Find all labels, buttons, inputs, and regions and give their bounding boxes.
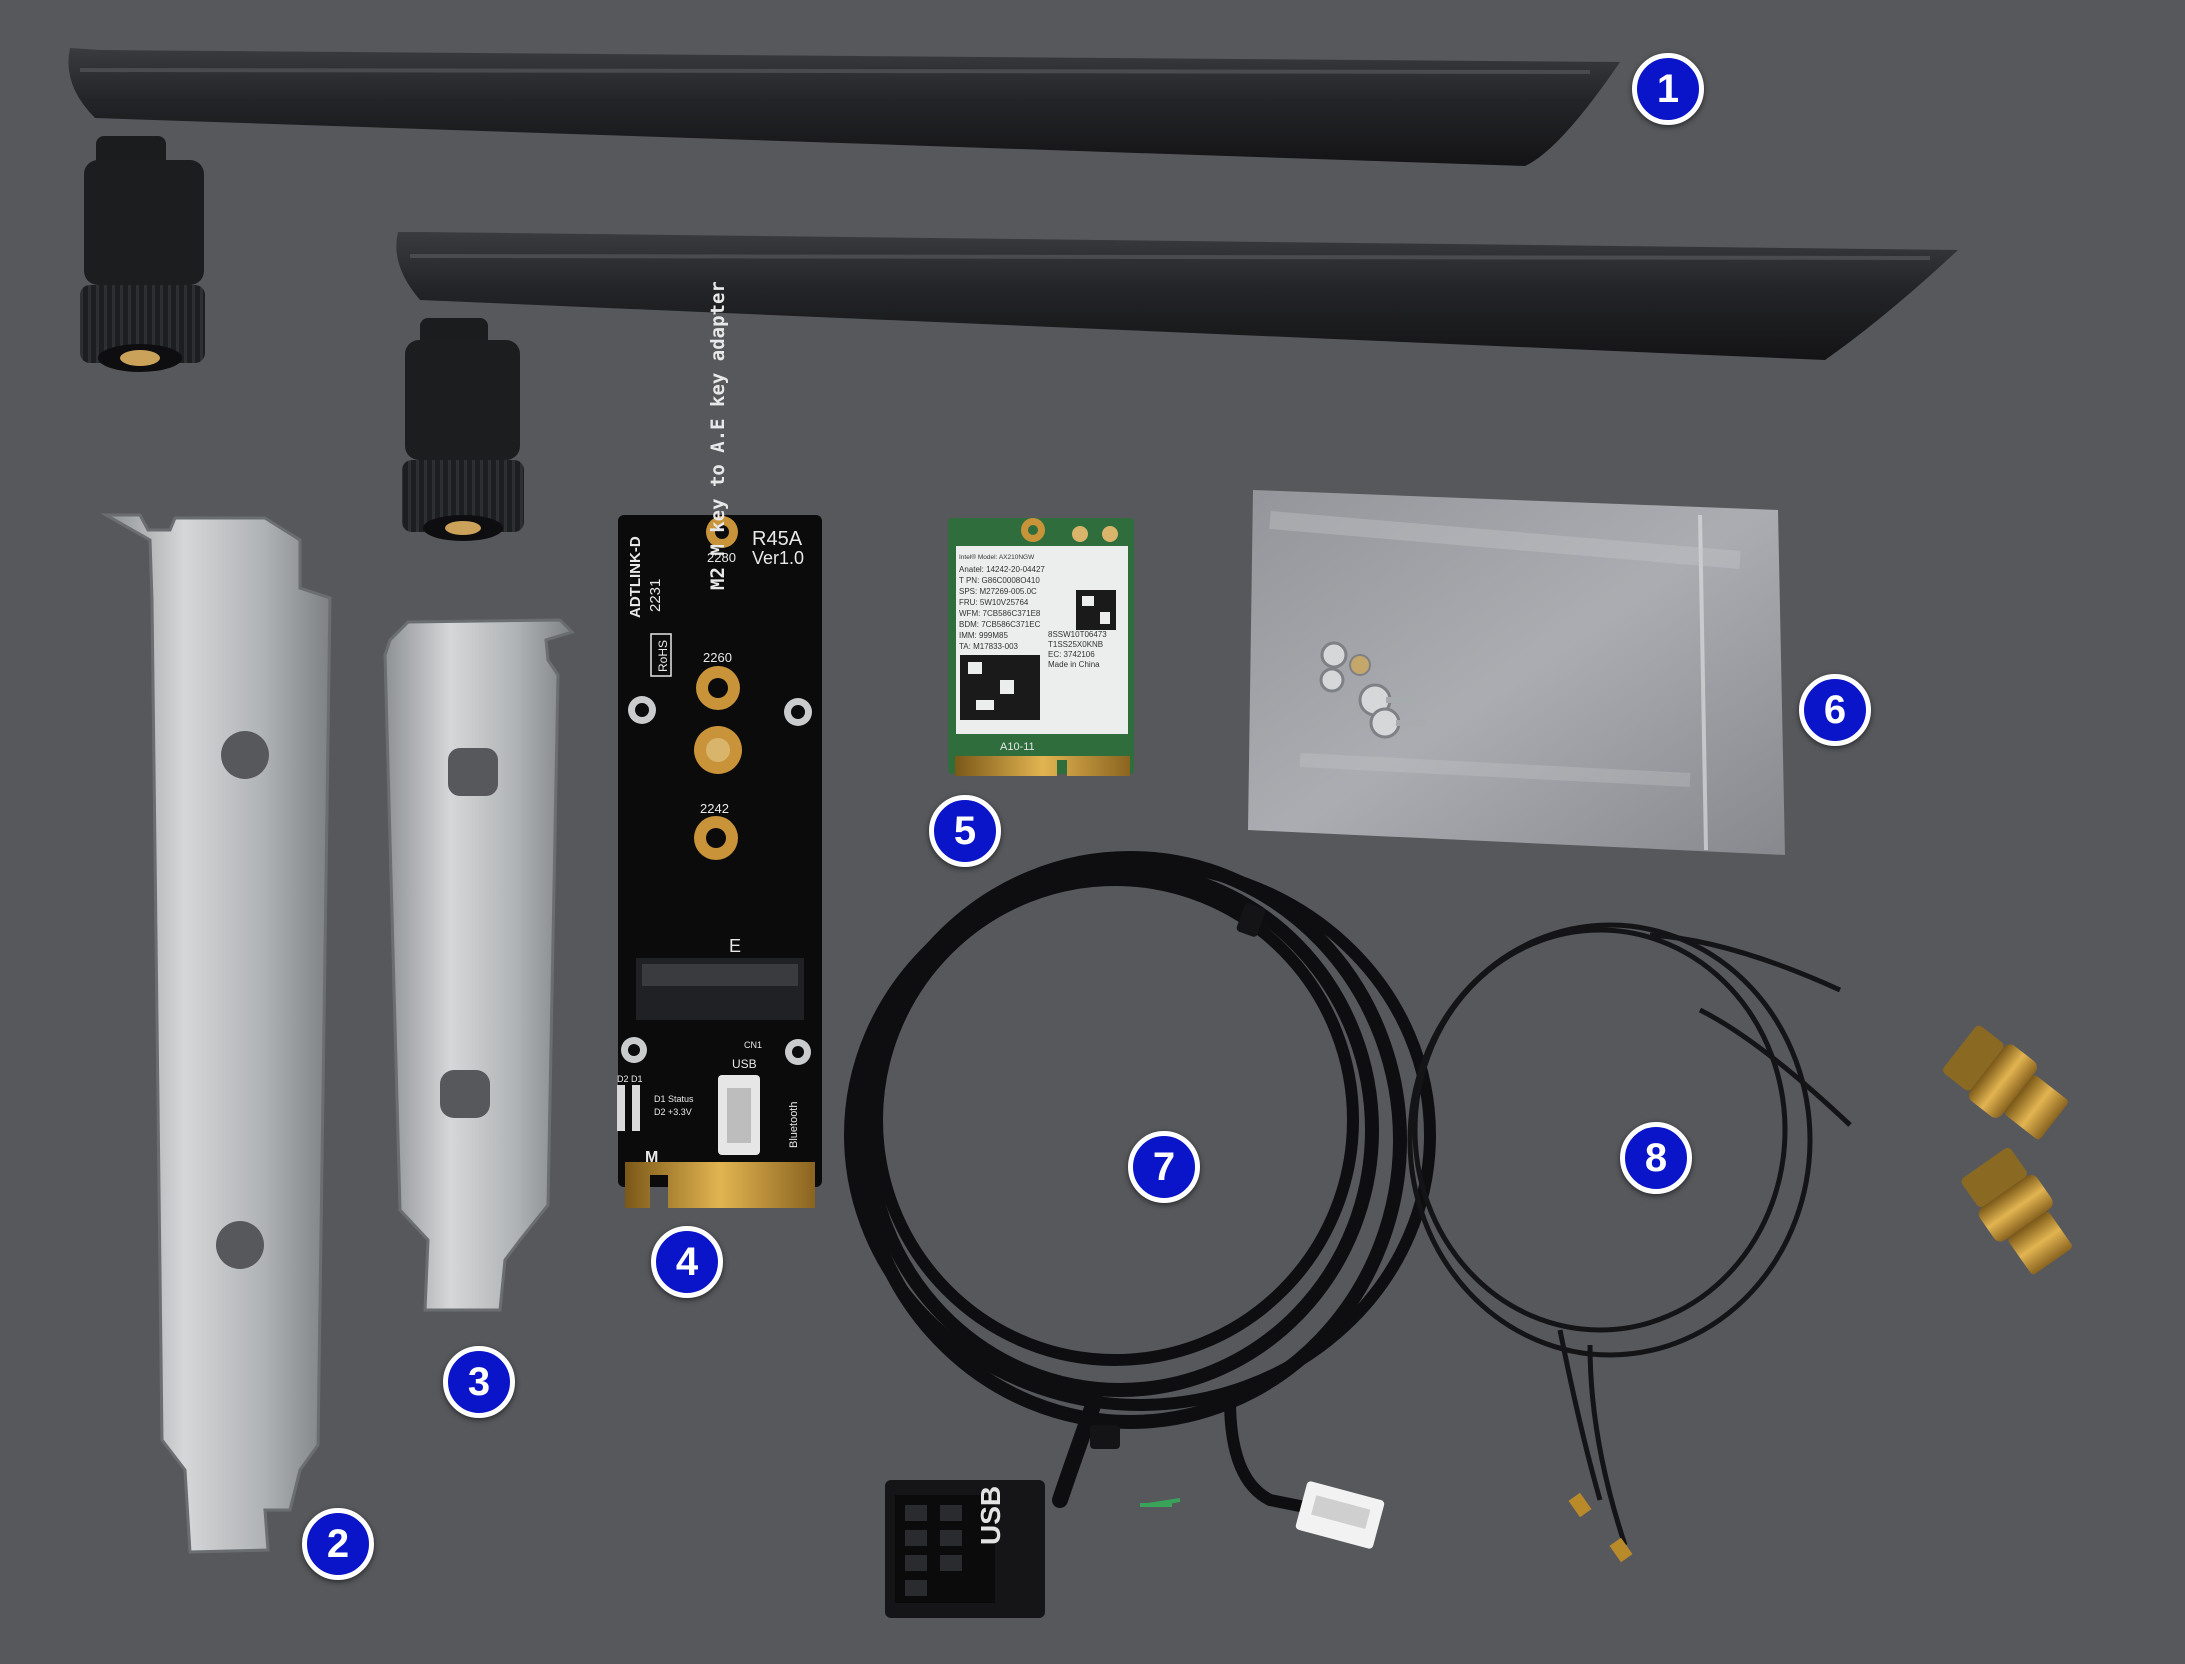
cable-wires: [1140, 1498, 1181, 1507]
coax-connector-upper: [1943, 1025, 2068, 1140]
usb-cable: [844, 851, 1436, 1516]
item-number-2: 2: [302, 1508, 374, 1580]
cable-tie-top: [1236, 903, 1266, 937]
item-number-7: 7: [1128, 1131, 1200, 1203]
wifi-serial: 8SSW10T06473: [1048, 630, 1107, 639]
adapter-length-2260: 2260: [703, 650, 732, 665]
item-number-6: 6: [1799, 674, 1871, 746]
wifi-line-4: FRU: 5W10V25764: [959, 598, 1029, 607]
ufl-connector-1: [1568, 1492, 1592, 1518]
wifi-line-8: TA: M17833-003: [959, 642, 1019, 651]
wifi-line-5: WFM: 7CB586C371E8: [959, 609, 1041, 618]
wifi-line-6: BDM: 7CB586C371EC: [959, 620, 1041, 629]
item-number-4: 4: [651, 1226, 723, 1298]
adapter-rohs-mark: RoHS: [656, 640, 670, 672]
adapter-key-e: E: [729, 936, 741, 956]
wifi-line-1: Anatel: 14242-20-04427: [959, 565, 1045, 574]
bracket-full-height: [100, 513, 332, 1554]
item-number-5: 5: [929, 795, 1001, 867]
m2-adapter-board: M2 M key to A.E key adapter ADTLINK-D 22…: [617, 281, 822, 1208]
antenna-2: [396, 232, 1958, 541]
adapter-length-2280: 2280: [707, 550, 736, 565]
adapter-bluetooth-label: Bluetooth: [788, 1102, 800, 1148]
wifi-line-3: SPS: M27269-005.0C: [959, 587, 1037, 596]
wifi-ec: EC: 3742106: [1048, 650, 1095, 659]
wifi-line-7: IMM: 999M85: [959, 631, 1008, 640]
adapter-led-legend-2: D2 +3.3V: [654, 1107, 692, 1117]
adapter-led-labels: D2 D1: [617, 1074, 643, 1084]
bracket-low-profile: [383, 618, 575, 1312]
wifi-card: Intel® Model: AX210NGW Anatel: 14242-20-…: [948, 518, 1134, 776]
bluetooth-jst-connector: [1295, 1481, 1385, 1549]
wifi-line-2: T PN: G86C0008O410: [959, 576, 1040, 585]
adapter-usb-label: USB: [732, 1057, 757, 1071]
adapter-connector-label: CN1: [744, 1040, 762, 1050]
ufl-connector-2: [1609, 1537, 1633, 1563]
screw-bag: [1248, 490, 1785, 855]
adapter-key-m: M: [645, 1149, 658, 1166]
wifi-origin: Made in China: [1048, 660, 1100, 669]
adapter-led-legend-1: D1 Status: [654, 1094, 694, 1104]
adapter-brand: ADTLINK-D: [627, 536, 644, 618]
antenna-1: [68, 48, 1621, 372]
usb-header-label: USB: [975, 1486, 1006, 1545]
item-number-3: 3: [443, 1346, 515, 1418]
coax-pigtails: [1407, 922, 1852, 1546]
item-number-1: 1: [1632, 53, 1704, 125]
wifi-serial-2: T1SS25X0KNB: [1048, 640, 1103, 649]
adapter-title: M2 M key to A.E key adapter: [707, 281, 729, 590]
wifi-model-line: Intel® Model: AX210NGW: [959, 553, 1035, 561]
usb-header-connector: USB: [885, 1480, 1045, 1618]
wifi-edge-label: A10-11: [1000, 741, 1035, 753]
adapter-date-code: 2231: [647, 579, 664, 612]
cable-tie-bottom: [1090, 1425, 1120, 1449]
adapter-model: R45A: [752, 528, 803, 550]
coax-connector-lower: [1961, 1147, 2072, 1275]
item-number-8: 8: [1620, 1122, 1692, 1194]
adapter-version: Ver1.0: [752, 548, 804, 568]
adapter-length-2242: 2242: [700, 801, 729, 816]
